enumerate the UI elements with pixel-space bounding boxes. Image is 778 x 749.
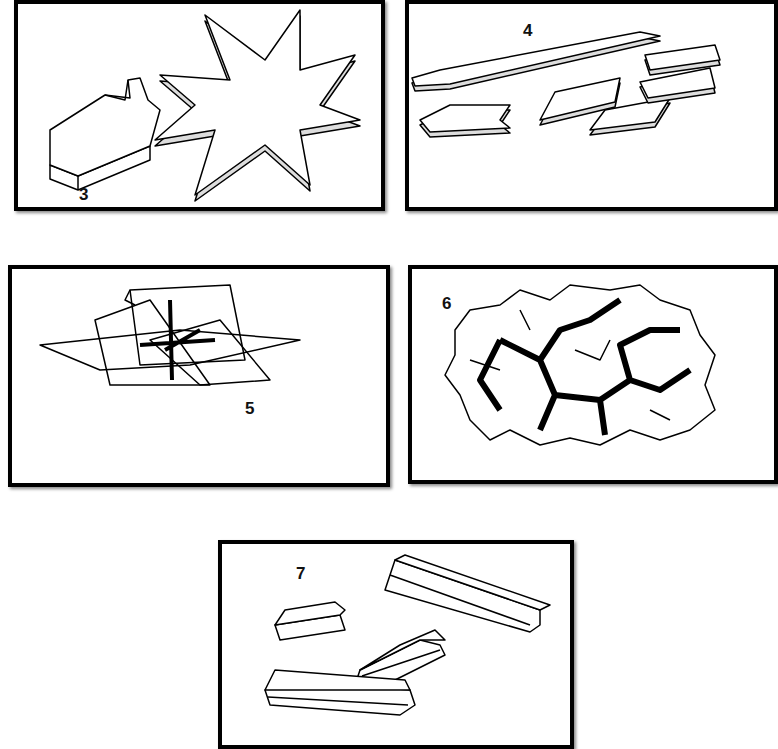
callout-number: 5 xyxy=(245,400,254,417)
stellar-plate xyxy=(155,10,360,195)
aggregate-outline xyxy=(445,285,715,445)
column-edge xyxy=(268,697,408,705)
crystal-panel: 6 xyxy=(408,265,778,484)
column-top xyxy=(360,630,445,670)
thin-plate xyxy=(412,32,660,86)
aggregate-facet xyxy=(470,310,670,420)
callout-number: 6 xyxy=(442,295,451,312)
thin-plate xyxy=(645,45,720,70)
thin-plate xyxy=(420,105,510,132)
column-top xyxy=(265,670,410,690)
crystal-panel: 4 xyxy=(405,0,778,211)
prism-top xyxy=(50,78,160,176)
crossing-plate xyxy=(130,285,245,365)
thin-plate xyxy=(590,98,670,130)
crossing-plate xyxy=(150,320,270,385)
column-top xyxy=(395,555,550,610)
crystal-panel: 5 xyxy=(8,265,390,487)
column-edge xyxy=(390,575,530,625)
column-edge xyxy=(362,650,440,676)
thin-plate xyxy=(640,68,715,98)
column-top xyxy=(275,602,345,625)
crystal-panel: 3 xyxy=(14,0,385,211)
callout-number: 7 xyxy=(296,565,305,582)
crystal-panel: 7 xyxy=(218,540,574,749)
crossing-plate xyxy=(125,290,135,305)
prism-facet xyxy=(105,80,128,100)
callout-number: 4 xyxy=(523,22,532,39)
prism-edge xyxy=(77,176,79,190)
plate-intersection xyxy=(140,300,215,380)
callout-number: 3 xyxy=(79,186,88,203)
